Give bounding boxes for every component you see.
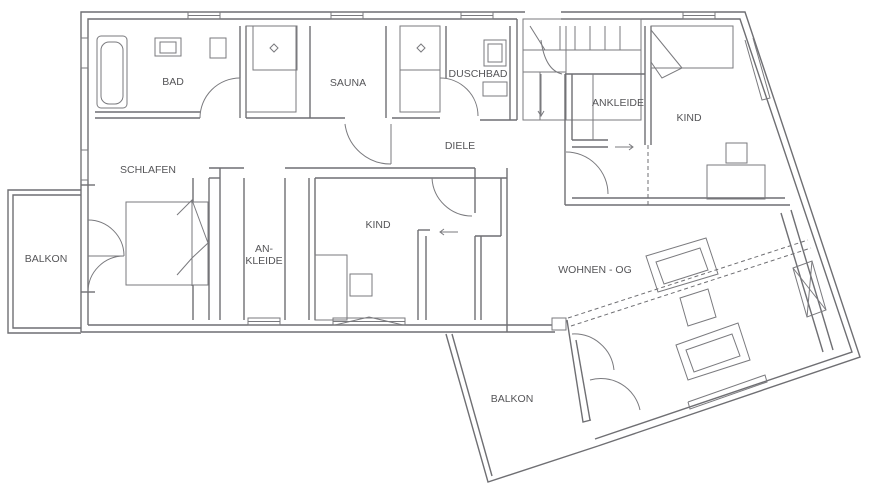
label-bad: BAD — [162, 76, 184, 88]
doors — [87, 77, 641, 411]
living-furniture — [551, 237, 827, 381]
outer-walls — [80, 11, 861, 447]
label-sauna: SAUNA — [330, 77, 366, 89]
label-ankleide-left-1: AN- — [255, 243, 274, 255]
label-ankleide-top: ANKLEIDE — [592, 97, 644, 109]
label-kind-center: KIND — [365, 219, 391, 231]
interior-walls — [95, 18, 834, 423]
label-duschbad: DUSCHBAD — [449, 68, 508, 80]
label-balkon-bottom: BALKON — [491, 393, 534, 405]
balconies — [7, 189, 599, 483]
label-kind-right: KIND — [676, 112, 702, 124]
label-ankleide-left-2: KLEIDE — [245, 255, 282, 267]
windows — [80, 11, 771, 410]
label-wohnen: WOHNEN - OG — [558, 264, 632, 276]
label-schlafen: SCHLAFEN — [120, 164, 176, 176]
label-diele: DIELE — [445, 140, 475, 152]
fixtures — [96, 35, 508, 109]
bed — [125, 199, 209, 286]
room-labels: BAD SAUNA DUSCHBAD ANKLEIDE KIND SCHLAFE… — [25, 68, 702, 405]
label-balkon-left: BALKON — [25, 253, 68, 265]
